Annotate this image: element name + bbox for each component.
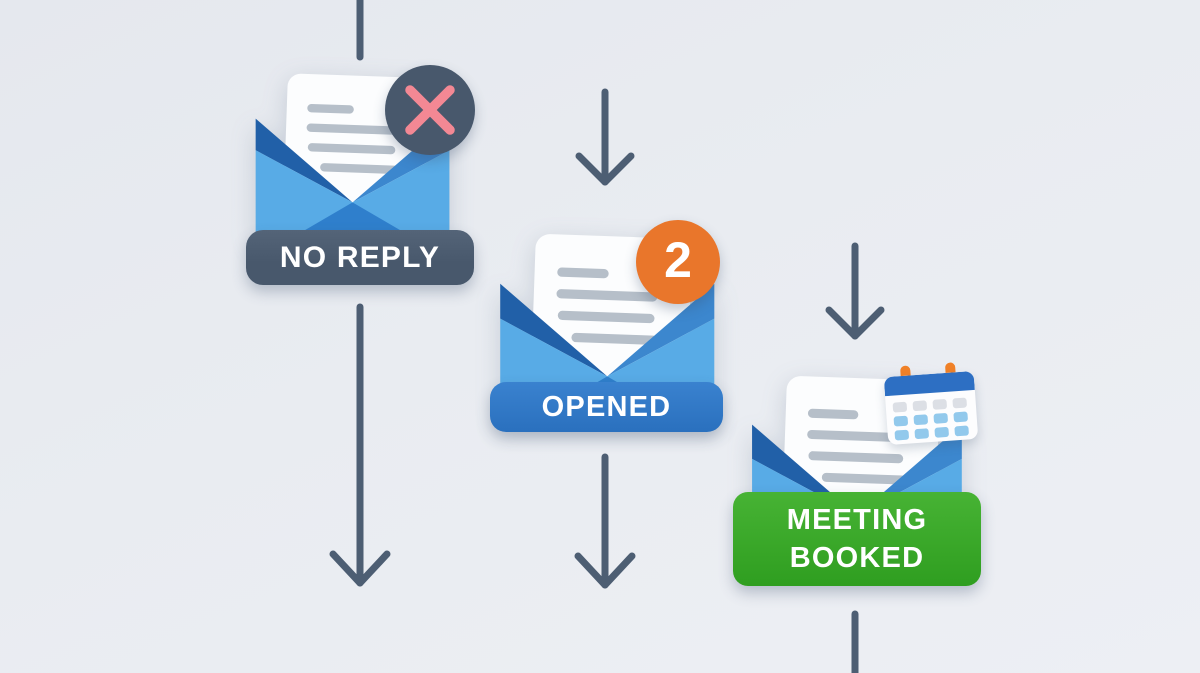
calendar-body (883, 370, 979, 446)
stage-label-opened: OPENED (490, 382, 723, 432)
stage-label-no-reply: NO REPLY (246, 230, 474, 285)
flow-arrow-outgoing-stub (851, 610, 859, 673)
no-reply-badge (385, 65, 475, 155)
unread-count: 2 (664, 232, 692, 288)
x-mark-icon (405, 85, 455, 135)
label-line-1: MEETING (786, 504, 928, 536)
flow-arrow-to-opened (575, 88, 635, 186)
stage-meeting-booked: MEETING BOOKED (730, 360, 992, 592)
stage-opened: 2 OPENED (485, 215, 745, 440)
stage-no-reply: NO REPLY (240, 60, 490, 290)
label-line-2: BOOKED (789, 542, 925, 574)
flow-arrow-from-opened (574, 453, 636, 589)
calendar-icon (883, 361, 979, 455)
calendar-header (883, 370, 975, 397)
flow-arrow-to-meeting-booked (825, 242, 885, 340)
flow-arrow-incoming-stub (356, 0, 364, 61)
flow-arrow-from-no-reply (329, 303, 391, 587)
calendar-date-grid (892, 397, 970, 441)
unread-count-badge: 2 (636, 220, 720, 304)
stage-label-meeting-booked: MEETING BOOKED (733, 492, 981, 586)
